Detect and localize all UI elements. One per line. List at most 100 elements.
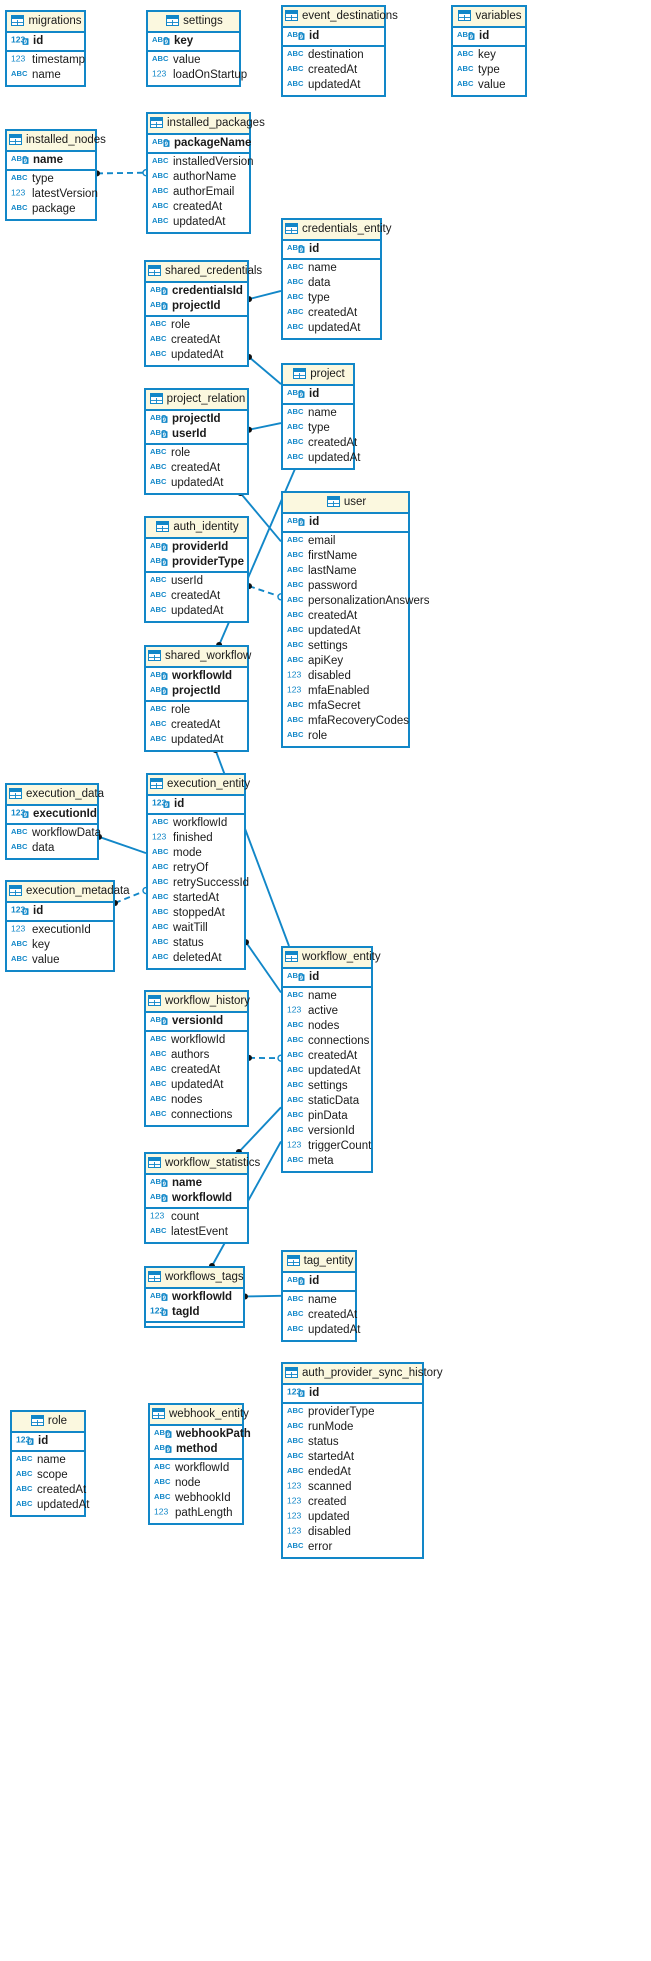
column-label: role [308,730,328,742]
svg-text:9: 9 [24,159,28,165]
svg-text:ABC: ABC [457,79,474,88]
svg-text:ABC: ABC [152,54,169,63]
svg-text:9: 9 [163,1182,167,1188]
svg-text:ABC: ABC [287,1035,304,1044]
svg-text:ABC: ABC [150,670,167,679]
column-label: createdAt [308,610,358,622]
abc-type-icon: ABC [287,1094,305,1106]
abc-type-icon: ABC [287,1308,305,1320]
column-label: waitTill [173,922,208,934]
column-label: createdAt [308,1309,358,1321]
abc-type-icon: ABC [16,1498,34,1510]
column-label: id [33,35,44,47]
svg-text:ABC: ABC [287,452,304,461]
svg-text:ABC: ABC [287,1324,304,1333]
table-icon [152,1407,165,1426]
svg-text:ABC: ABC [16,1499,33,1508]
entity-title: settings [183,15,223,27]
column-label: installedVersion [173,156,254,168]
column-label: staticData [308,1095,360,1107]
svg-text:123: 123 [287,1510,302,1520]
svg-text:123: 123 [287,1525,302,1535]
table-icon [30,1414,44,1433]
column-label: createdAt [171,334,221,346]
column-label: latestVersion [32,188,98,200]
entity-title: execution_data [26,788,105,800]
svg-text:ABC: ABC [154,1477,171,1486]
svg-text:ABC: ABC [152,952,169,961]
entity-title: credentials_entity [302,223,392,235]
svg-text:9: 9 [300,1280,304,1286]
abc-type-icon: ABC [287,78,305,90]
entity-title: variables [475,10,522,22]
svg-text:ABC: ABC [150,575,167,584]
column-label: destination [308,49,364,61]
123-type-icon: 123 [287,684,305,696]
svg-text:ABC: ABC [152,877,169,886]
svg-text:ABC: ABC [150,413,167,422]
svg-text:ABC: ABC [287,535,304,544]
column-label: updatedAt [308,452,361,464]
table-icon [458,9,472,28]
column-label: pathLength [175,1507,233,1519]
entity-header-webhook_entity: webhook_entity [150,1405,249,1426]
123-type-icon: 123 [287,1525,305,1537]
svg-text:ABC: ABC [287,1541,304,1550]
abc-type-icon: ABC [150,733,168,745]
column-label: lastName [308,565,357,577]
column-label: updatedAt [308,79,361,91]
abc-type-icon: ABC [287,549,305,561]
column-label: value [32,954,60,966]
column-label: name [308,407,337,419]
svg-text:ABC: ABC [152,156,169,165]
